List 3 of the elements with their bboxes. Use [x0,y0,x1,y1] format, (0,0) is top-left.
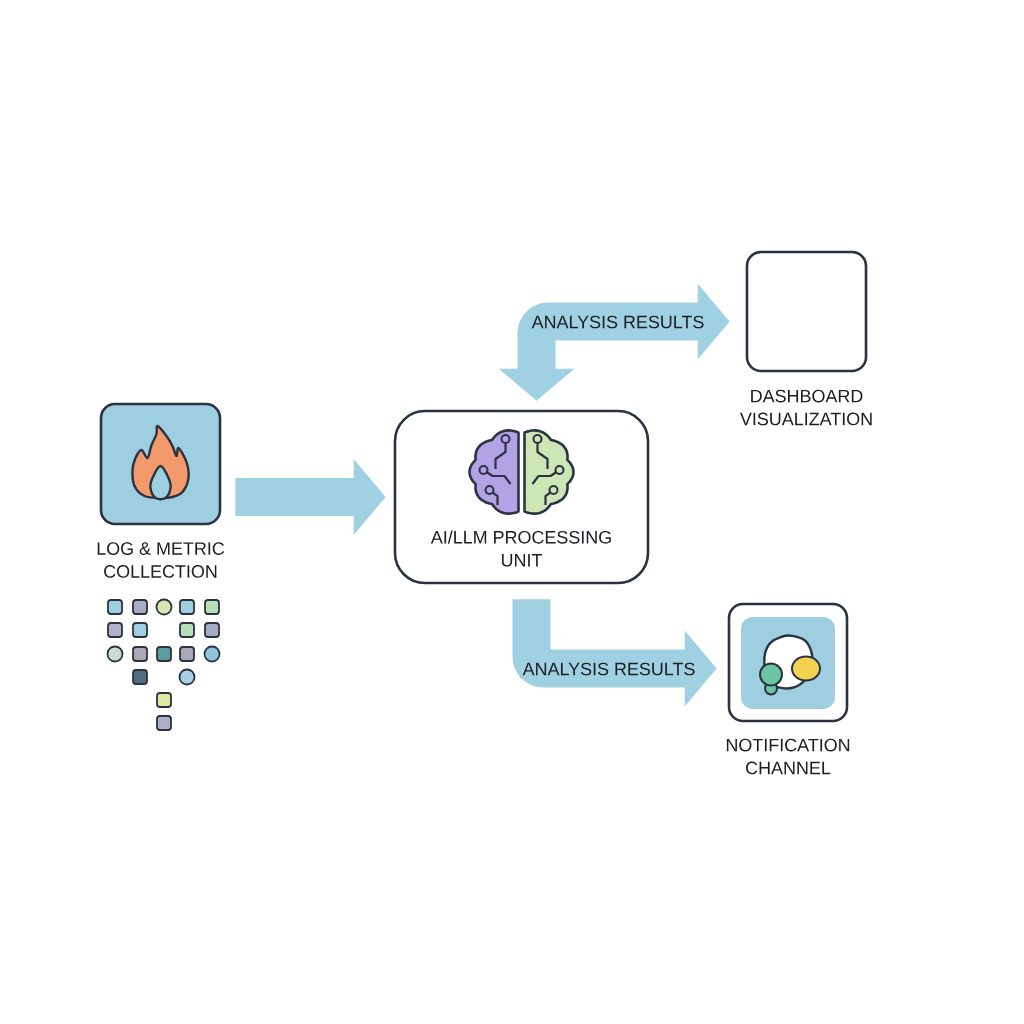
node-label: LOG & METRIC COLLECTION [97,542,225,578]
node-label: NOTIFICATION CHANNEL [726,738,850,775]
node-label: DASHBOARD VISUALIZATION [740,389,872,426]
